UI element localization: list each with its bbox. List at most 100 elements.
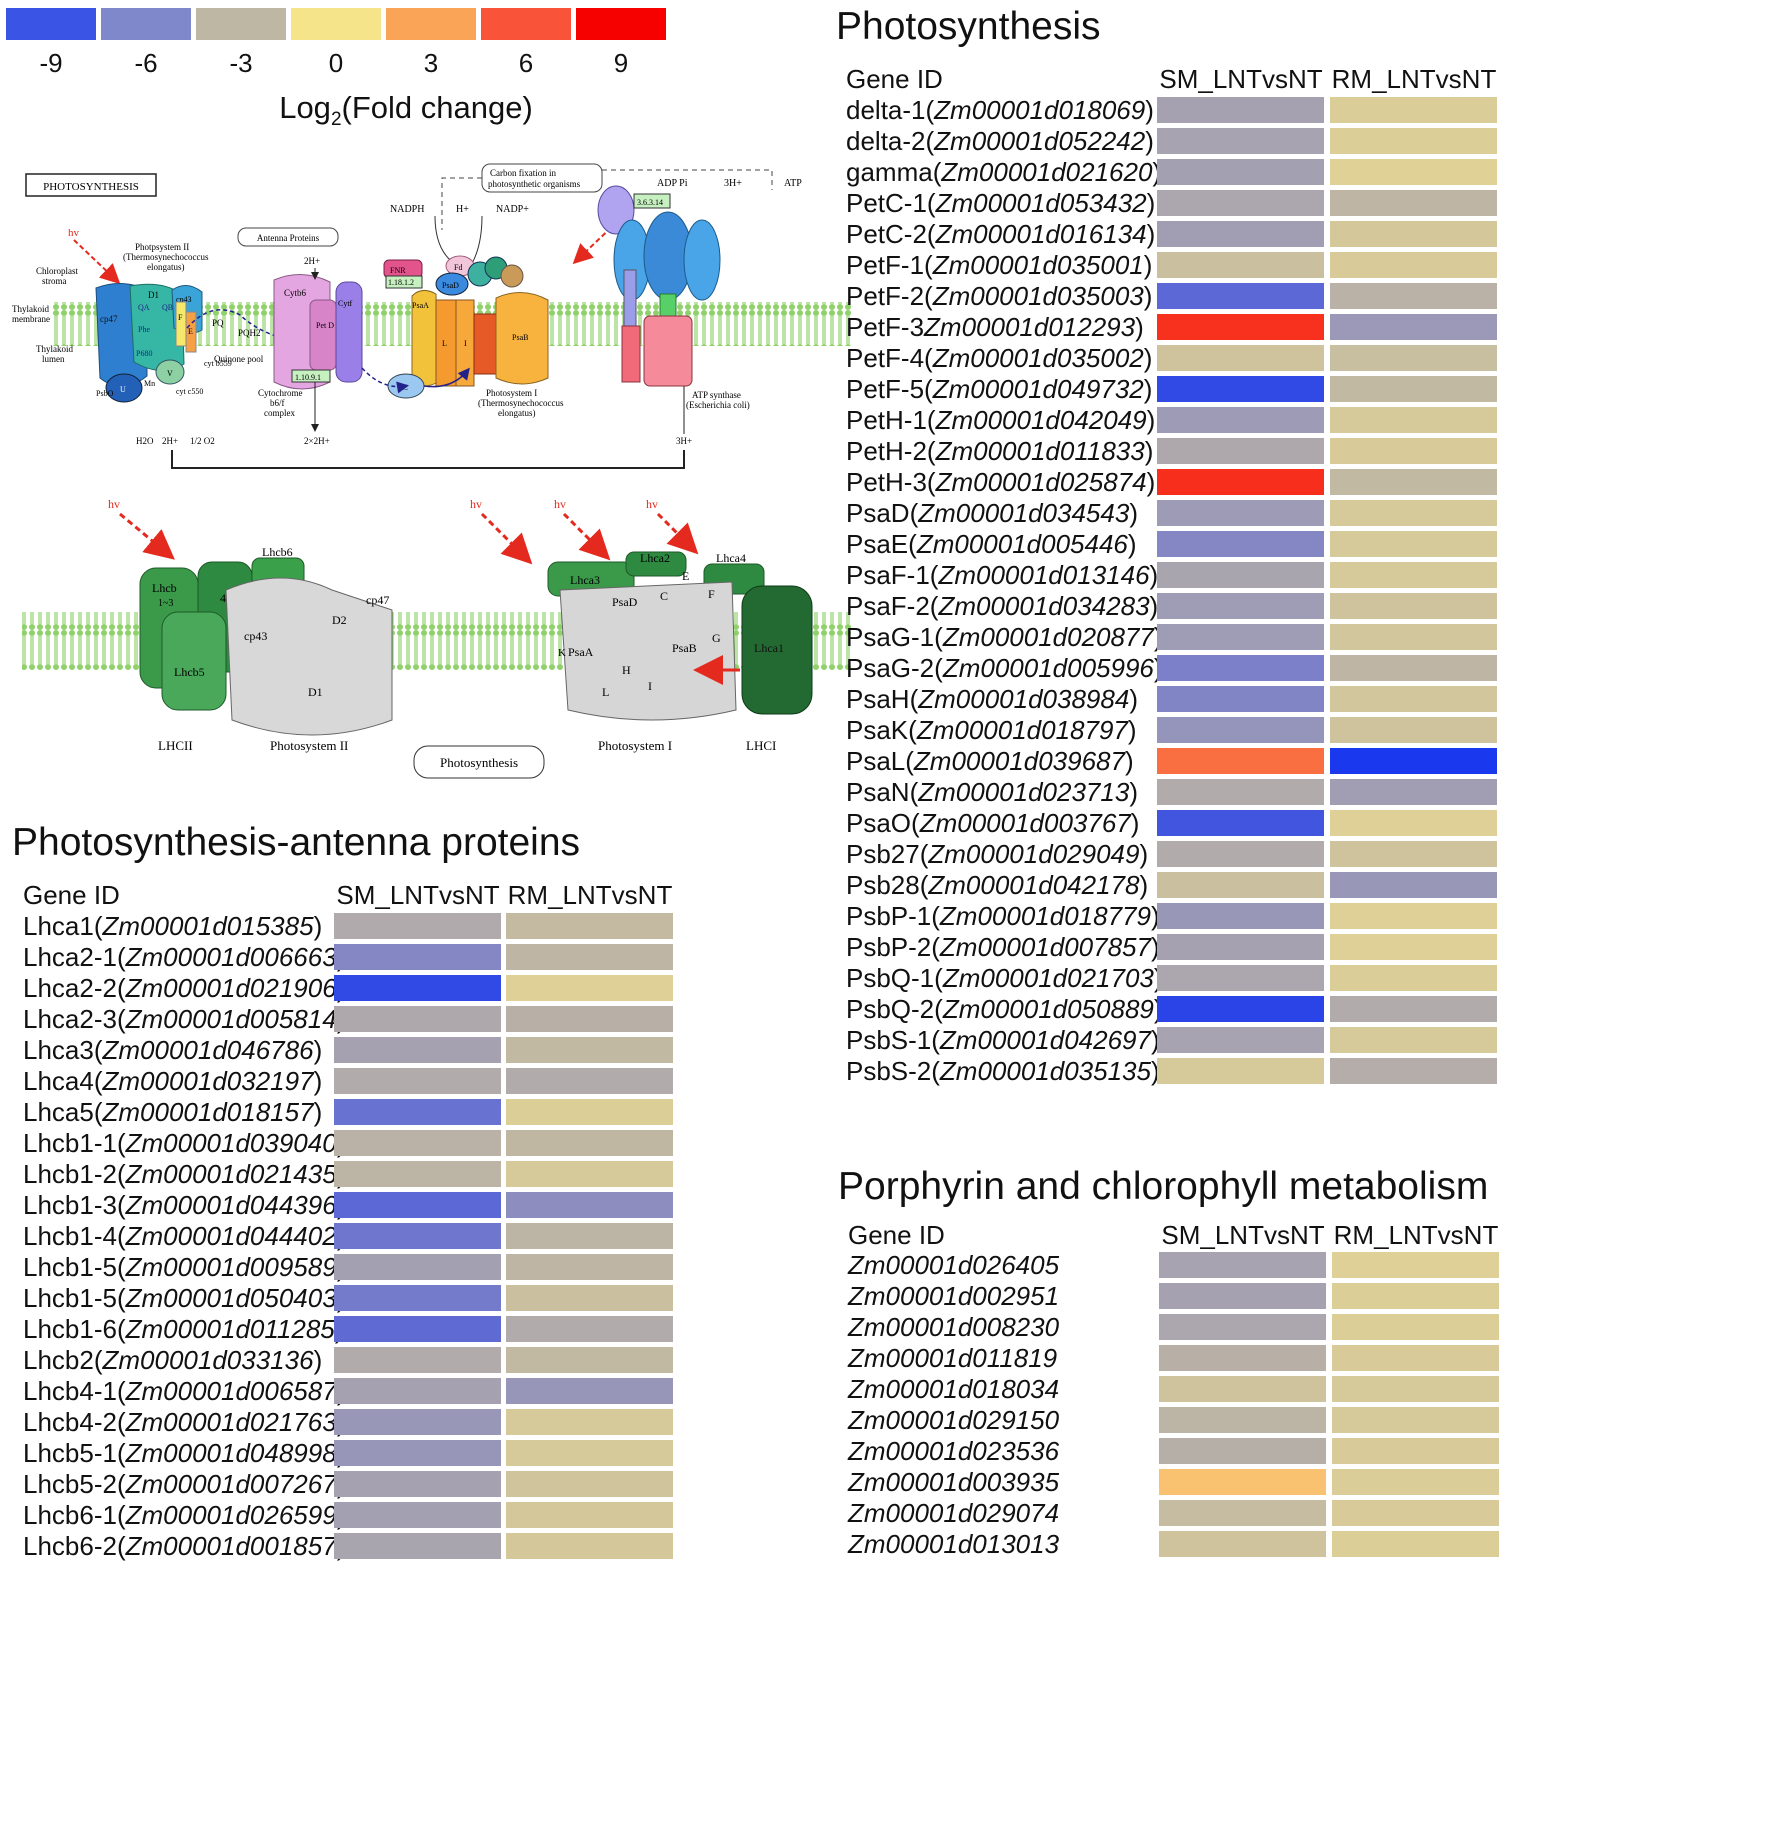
gene-label: PsaF-1(Zm00001d013146): [846, 560, 1158, 591]
heatmap-cell-rm: [1330, 810, 1497, 836]
heatmap-cell-rm: [1330, 252, 1497, 278]
psab-label: PsaB: [512, 333, 528, 342]
hv-3: hv: [108, 497, 120, 511]
heatmap-cell-rm: [1332, 1469, 1499, 1495]
gene-id: Zm00001d016134: [935, 219, 1147, 249]
heatmap-cell-sm: [1159, 1283, 1326, 1309]
heatmap-cell-sm: [1157, 252, 1324, 278]
heatmap-cell-rm: [506, 1130, 673, 1156]
heatmap-cell-rm: [1330, 655, 1497, 681]
cp43-label: cp43: [176, 295, 192, 304]
gene-id: Zm00001d032197: [102, 1066, 314, 1096]
carbon-link-1: [441, 177, 482, 230]
heatmap-cell-rm: [506, 1285, 673, 1311]
i-label-b: I: [648, 679, 652, 693]
cp47-label: cp47: [100, 314, 118, 324]
heatmap-cell-sm: [1157, 376, 1324, 402]
alpha-subunit-2: [683, 219, 721, 301]
gene-id: Zm00001d029074: [848, 1498, 1060, 1528]
gene-close: ): [1149, 591, 1159, 621]
heatmap-cell-rm: [1330, 531, 1497, 557]
gene-close: ): [1145, 95, 1154, 125]
light-arrow-4: [480, 512, 533, 565]
qa-label: QA: [138, 303, 150, 312]
gene-label: PsaF-2(Zm00001d034283): [846, 591, 1158, 622]
gene-label: PsbQ-2(Zm00001d050889): [846, 994, 1163, 1025]
gene-name: delta-2(: [846, 126, 935, 156]
hv-1: hv: [68, 227, 80, 239]
gene-id: Zm00001d042697: [939, 1025, 1151, 1055]
cyt-b559-label: cyt b559: [204, 359, 232, 368]
quinone-pool-label: Quinone pool: [214, 354, 264, 364]
gene-close: ): [1146, 467, 1156, 497]
heatmap-cell-sm: [1159, 1500, 1326, 1526]
proton-loop: [171, 450, 685, 469]
heatmap-cell-rm: [1330, 469, 1497, 495]
f-label: F: [178, 313, 183, 322]
gene-id: Zm00001d013013: [848, 1529, 1060, 1559]
gene-label: Lhca1(Zm00001d015385): [23, 911, 322, 942]
carbon-fixation-label2: photosynthetic organisms: [488, 179, 581, 189]
gene-name: PetC-1(: [846, 188, 936, 218]
hv-4: hv: [470, 497, 482, 511]
gene-id: Zm00001d035001: [932, 250, 1144, 280]
heatmap-cell-sm: [334, 1006, 501, 1032]
legend-tick: -9: [39, 48, 63, 78]
gene-label: PetF-1(Zm00001d035001): [846, 250, 1152, 281]
lhca4-label: Lhca4: [716, 551, 746, 565]
heatmap-cell-rm: [506, 1161, 673, 1187]
gene-close: ): [313, 1035, 323, 1065]
heatmap-cell-rm: [1332, 1345, 1499, 1371]
antenna-panel-title: Photosynthesis-antenna proteins: [12, 821, 581, 864]
psii-title: Photpsystem II: [135, 242, 189, 252]
legend-tick: 3: [423, 48, 439, 78]
gene-name: PetH-1(: [846, 405, 936, 435]
heatmap-cell-rm: [506, 1347, 673, 1373]
gene-label: Zm00001d008230: [848, 1312, 1059, 1343]
i-label: I: [464, 339, 467, 348]
gene-name: Lhcb1-2(: [23, 1159, 126, 1189]
photosynthesis-button[interactable]: [413, 745, 545, 779]
ec-fnr-label: 1.18.1.2: [388, 278, 414, 287]
gene-name: Lhcb1-5(: [23, 1252, 126, 1282]
h-label: H: [622, 663, 631, 677]
heatmap-cell-sm: [1157, 686, 1324, 712]
gene-close: ): [1129, 684, 1138, 714]
gene-name: Lhca2-1(: [23, 942, 126, 972]
heatmap-cell-rm: [1330, 128, 1497, 154]
gene-name: PetH-3(: [846, 467, 936, 497]
l-label: L: [442, 339, 447, 348]
legend-title-rest: (Fold change): [341, 90, 533, 125]
gene-id: Zm00001d021703: [942, 963, 1154, 993]
porphyrin-panel-title: Porphyrin and chlorophyll metabolism: [838, 1165, 1489, 1208]
gene-id: Zm00001d007267: [125, 1469, 337, 1499]
cytochrome-label: Cytochrome: [258, 388, 303, 398]
gene-label: Lhcb5-1(Zm00001d048998): [23, 1438, 345, 1469]
gene-label: Lhca2-1(Zm00001d006663): [23, 942, 345, 973]
heatmap-cell-rm: [1330, 841, 1497, 867]
gene-id: Zm00001d011285: [125, 1314, 335, 1344]
gene-label: PsaH(Zm00001d038984): [846, 684, 1138, 715]
e-subunit: [185, 311, 197, 353]
gene-label: Zm00001d029150: [848, 1405, 1059, 1436]
gene-id: Zm00001d018157: [102, 1097, 314, 1127]
l-label-b: L: [602, 685, 609, 699]
gene-label: Zm00001d023536: [848, 1436, 1059, 1467]
cytb6-label: Cytb6: [284, 288, 307, 298]
gene-id: Zm00001d026599: [125, 1500, 337, 1530]
gene-close: ): [1129, 777, 1138, 807]
gene-name: PetF-3: [846, 312, 925, 342]
heatmap-cell-rm: [1332, 1376, 1499, 1402]
gene-label: delta-1(Zm00001d018069): [846, 95, 1154, 126]
psii-b-label: Photosystem II: [270, 738, 348, 753]
gene-id: Zm00001d039687: [913, 746, 1125, 776]
heatmap-cell-rm: [1330, 903, 1497, 929]
chloroplast-label: Chloroplast: [36, 266, 78, 276]
f-subunit-psi: [500, 264, 524, 288]
gene-label: Lhcb4-2(Zm00001d021763): [23, 1407, 345, 1438]
gene-name: Lhcb6-2(: [23, 1531, 126, 1561]
antenna-gene-id-header: Gene ID: [23, 880, 120, 910]
gene-close: ): [1146, 219, 1156, 249]
psi-core: [559, 581, 737, 721]
